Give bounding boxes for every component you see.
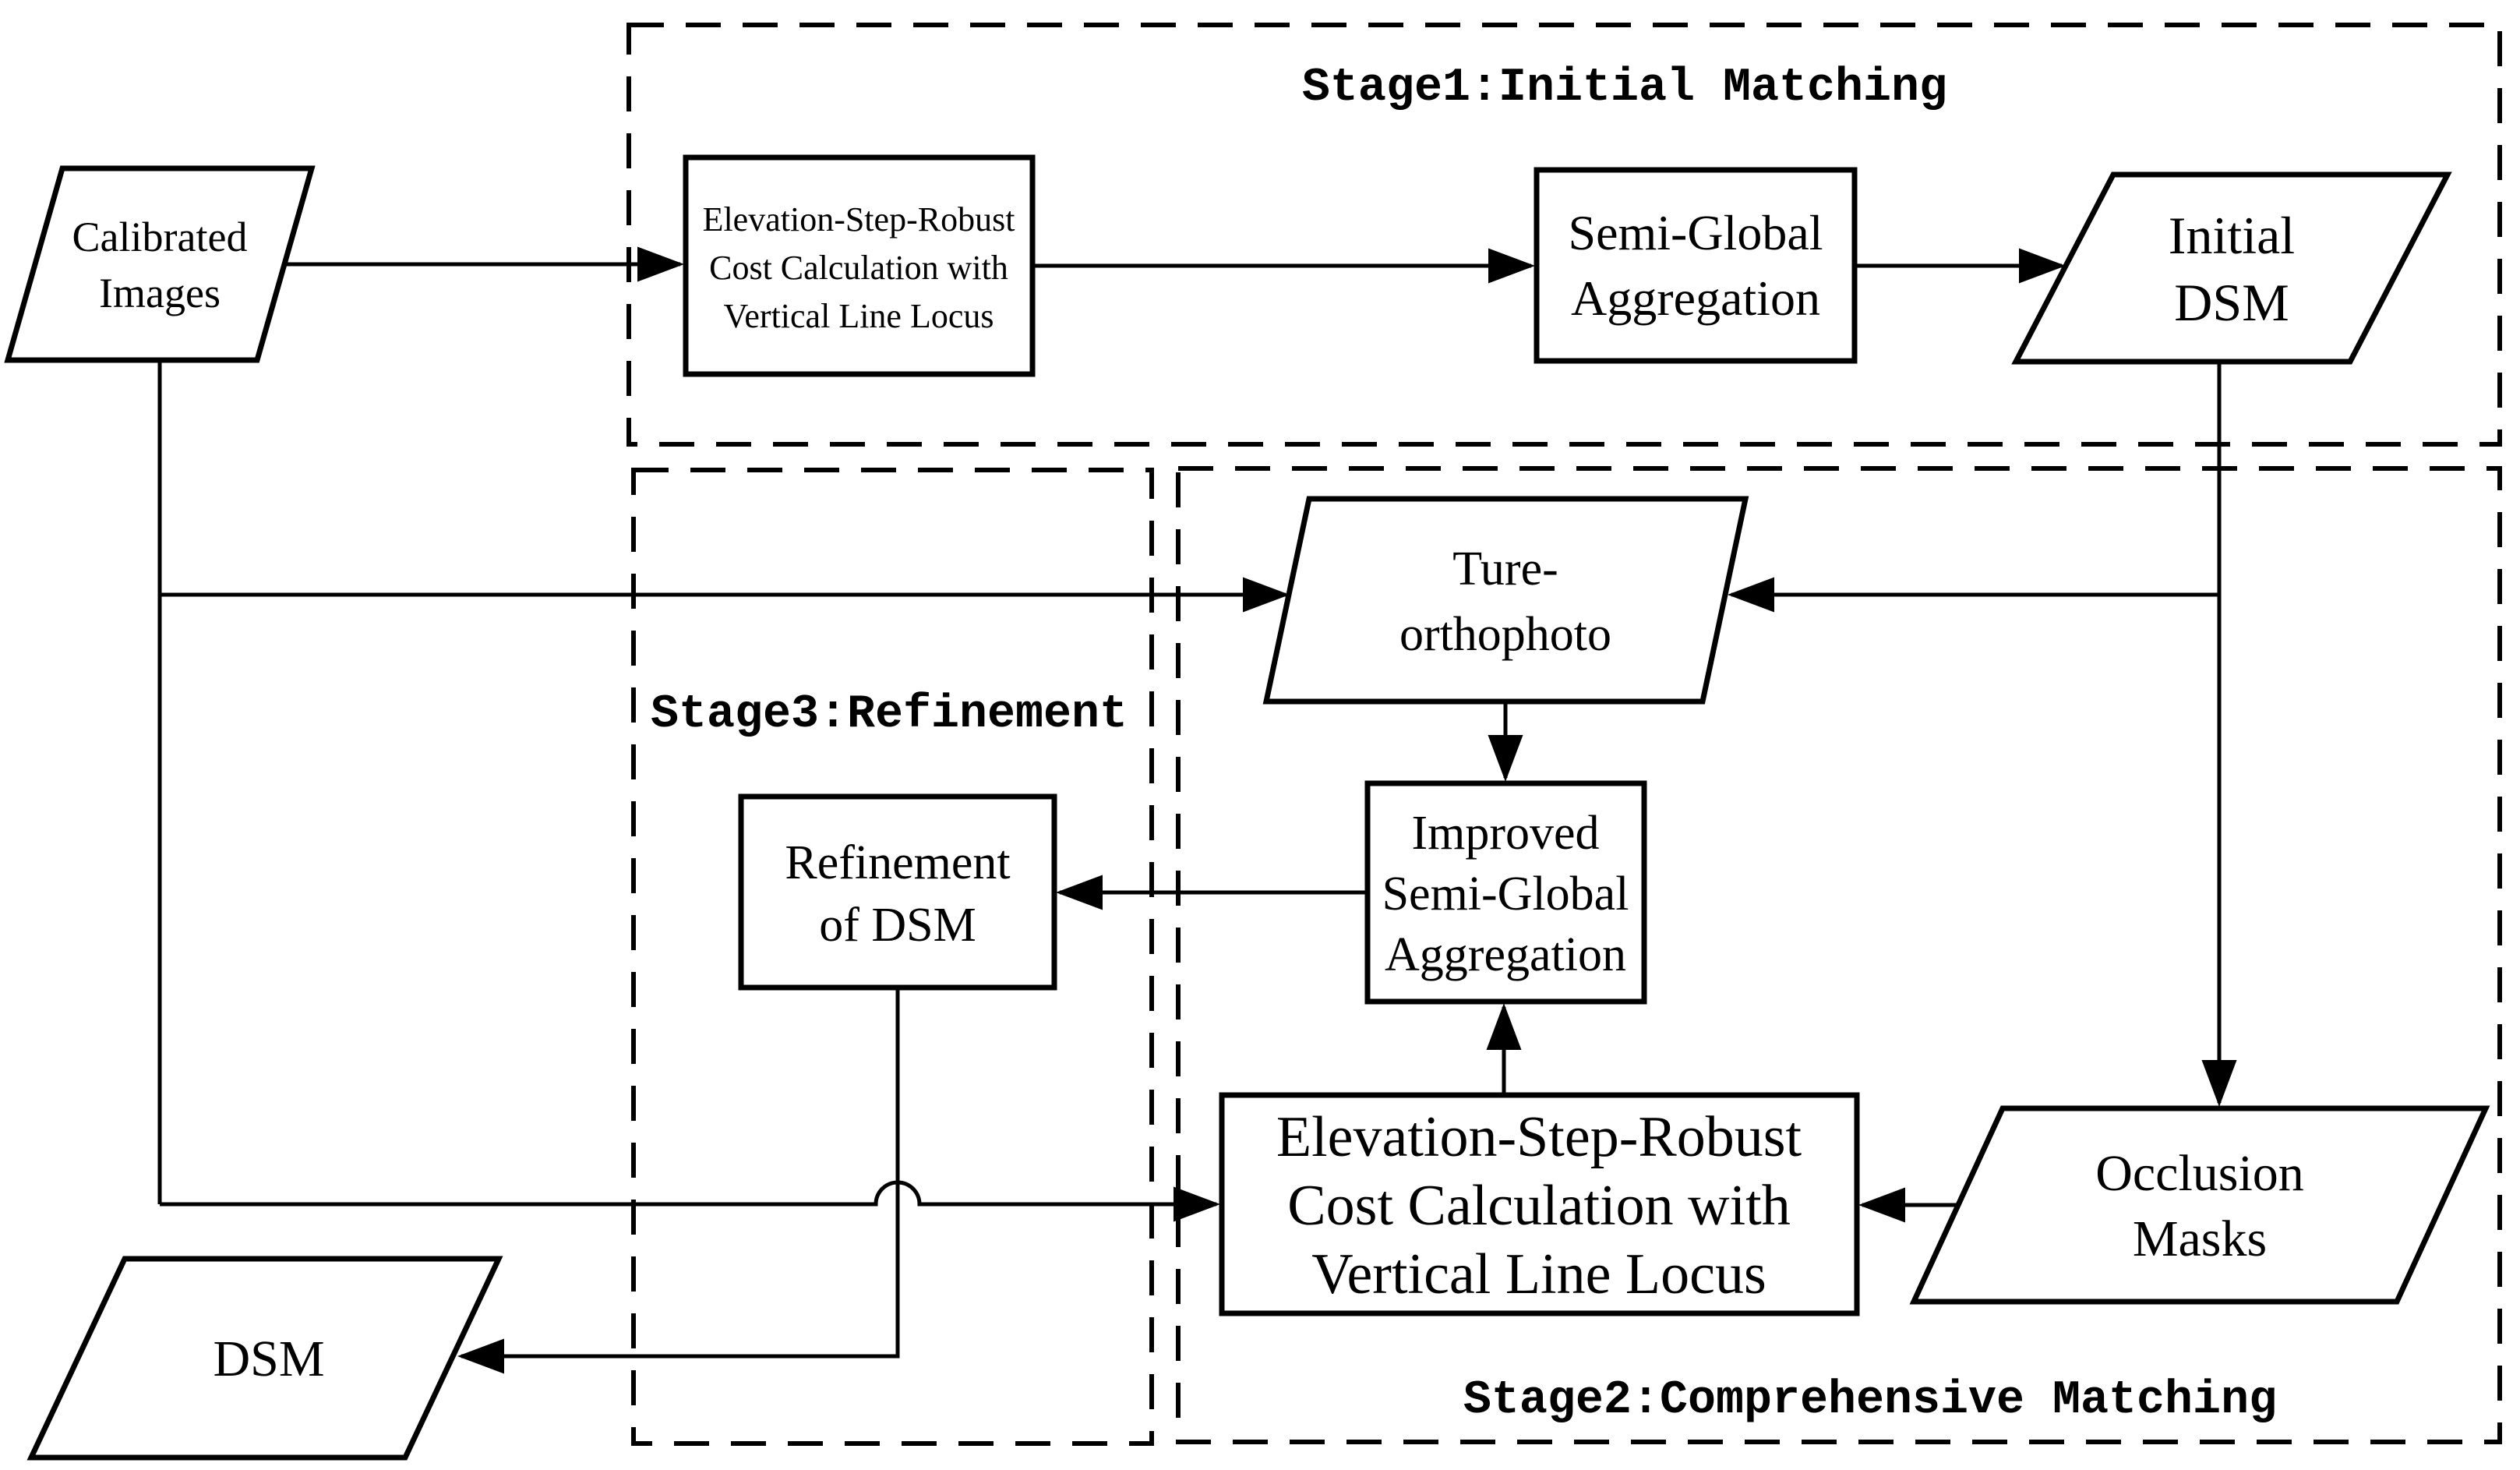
cost-calc-stage2-text-line3: Vertical Line Locus bbox=[1311, 1242, 1766, 1306]
calibrated-images-text-line2: Images bbox=[99, 270, 221, 316]
dsm-text-line1: DSM bbox=[213, 1330, 324, 1387]
true-orthophoto-text-line2: orthophoto bbox=[1399, 608, 1611, 661]
node-improved-semi-global: Improved Semi-Global Aggregation bbox=[1364, 780, 1647, 1005]
semi-global-rect bbox=[1534, 167, 1858, 364]
edge-refinement-to-dsm bbox=[457, 988, 900, 1374]
stage2-dashed-box bbox=[1176, 466, 2502, 1444]
cost-calc-stage1-text-line2: Cost Calculation with bbox=[709, 249, 1008, 287]
node-cost-calc-stage1: Elevation-Step-Robust Cost Calculation w… bbox=[683, 154, 1036, 377]
cost-calc-stage1-text-line3: Vertical Line Locus bbox=[724, 297, 994, 335]
refinement-of-dsm-text-line1: Refinement bbox=[785, 836, 1010, 889]
cost-calc-stage2-rect bbox=[1219, 1092, 1860, 1316]
refinement-of-dsm-rect bbox=[738, 793, 1057, 991]
edge-calibrated-to-cost2 bbox=[160, 1180, 1220, 1222]
node-initial-dsm: Initial DSM bbox=[2011, 171, 2452, 365]
initial-dsm-text-line1: Initial bbox=[2169, 206, 2295, 265]
semi-global-text-line2: Aggregation bbox=[1571, 270, 1820, 326]
cost-calc-stage1-rect bbox=[683, 154, 1036, 377]
cost-calc-stage2-text-line2: Cost Calculation with bbox=[1287, 1174, 1790, 1238]
node-dsm: DSM bbox=[26, 1256, 503, 1461]
stage3-dashed-box bbox=[631, 468, 1154, 1446]
node-calibrated-images: Calibrated Images bbox=[4, 165, 316, 363]
node-refinement-of-dsm: Refinement of DSM bbox=[738, 793, 1057, 991]
initial-dsm-parallelogram bbox=[2011, 171, 2452, 365]
true-orthophoto-parallelogram bbox=[1262, 496, 1749, 705]
calibrated-images-text-line1: Calibrated bbox=[72, 214, 248, 260]
improved-semi-global-text-line1: Improved bbox=[1411, 807, 1599, 860]
true-orthophoto-text-line1: Ture- bbox=[1452, 542, 1558, 595]
initial-dsm-text-line2: DSM bbox=[2174, 273, 2289, 332]
refinement-of-dsm-text-line2: of DSM bbox=[819, 899, 976, 952]
occlusion-masks-text-line1: Occlusion bbox=[2095, 1145, 2304, 1202]
stage2-label: Stage2:Comprehensive Matching bbox=[1463, 1374, 2277, 1427]
dsm-parallelogram bbox=[26, 1256, 503, 1461]
node-true-orthophoto: Ture- orthophoto bbox=[1262, 496, 1749, 705]
cost-calc-stage2-text-line1: Elevation-Step-Robust bbox=[1276, 1105, 1802, 1169]
node-occlusion-masks: Occlusion Masks bbox=[1909, 1105, 2490, 1305]
calibrated-images-parallelogram bbox=[4, 165, 316, 363]
node-cost-calc-stage2: Elevation-Step-Robust Cost Calculation w… bbox=[1219, 1092, 1860, 1316]
node-semi-global-aggregation: Semi-Global Aggregation bbox=[1534, 167, 1858, 364]
stage1-label: Stage1:Initial Matching bbox=[1302, 62, 1947, 115]
improved-semi-global-rect bbox=[1364, 780, 1647, 1005]
cost-calc-stage1-text-line1: Elevation-Step-Robust bbox=[703, 200, 1015, 239]
stage3-label: Stage3:Refinement bbox=[651, 688, 1128, 741]
improved-semi-global-text-line2: Semi-Global bbox=[1382, 868, 1629, 921]
occlusion-masks-text-line2: Masks bbox=[2133, 1210, 2267, 1267]
stage1-dashed-box bbox=[626, 23, 2502, 447]
semi-global-text-line1: Semi-Global bbox=[1568, 205, 1823, 260]
occlusion-masks-parallelogram bbox=[1909, 1105, 2490, 1305]
improved-semi-global-text-line3: Aggregation bbox=[1385, 928, 1626, 981]
